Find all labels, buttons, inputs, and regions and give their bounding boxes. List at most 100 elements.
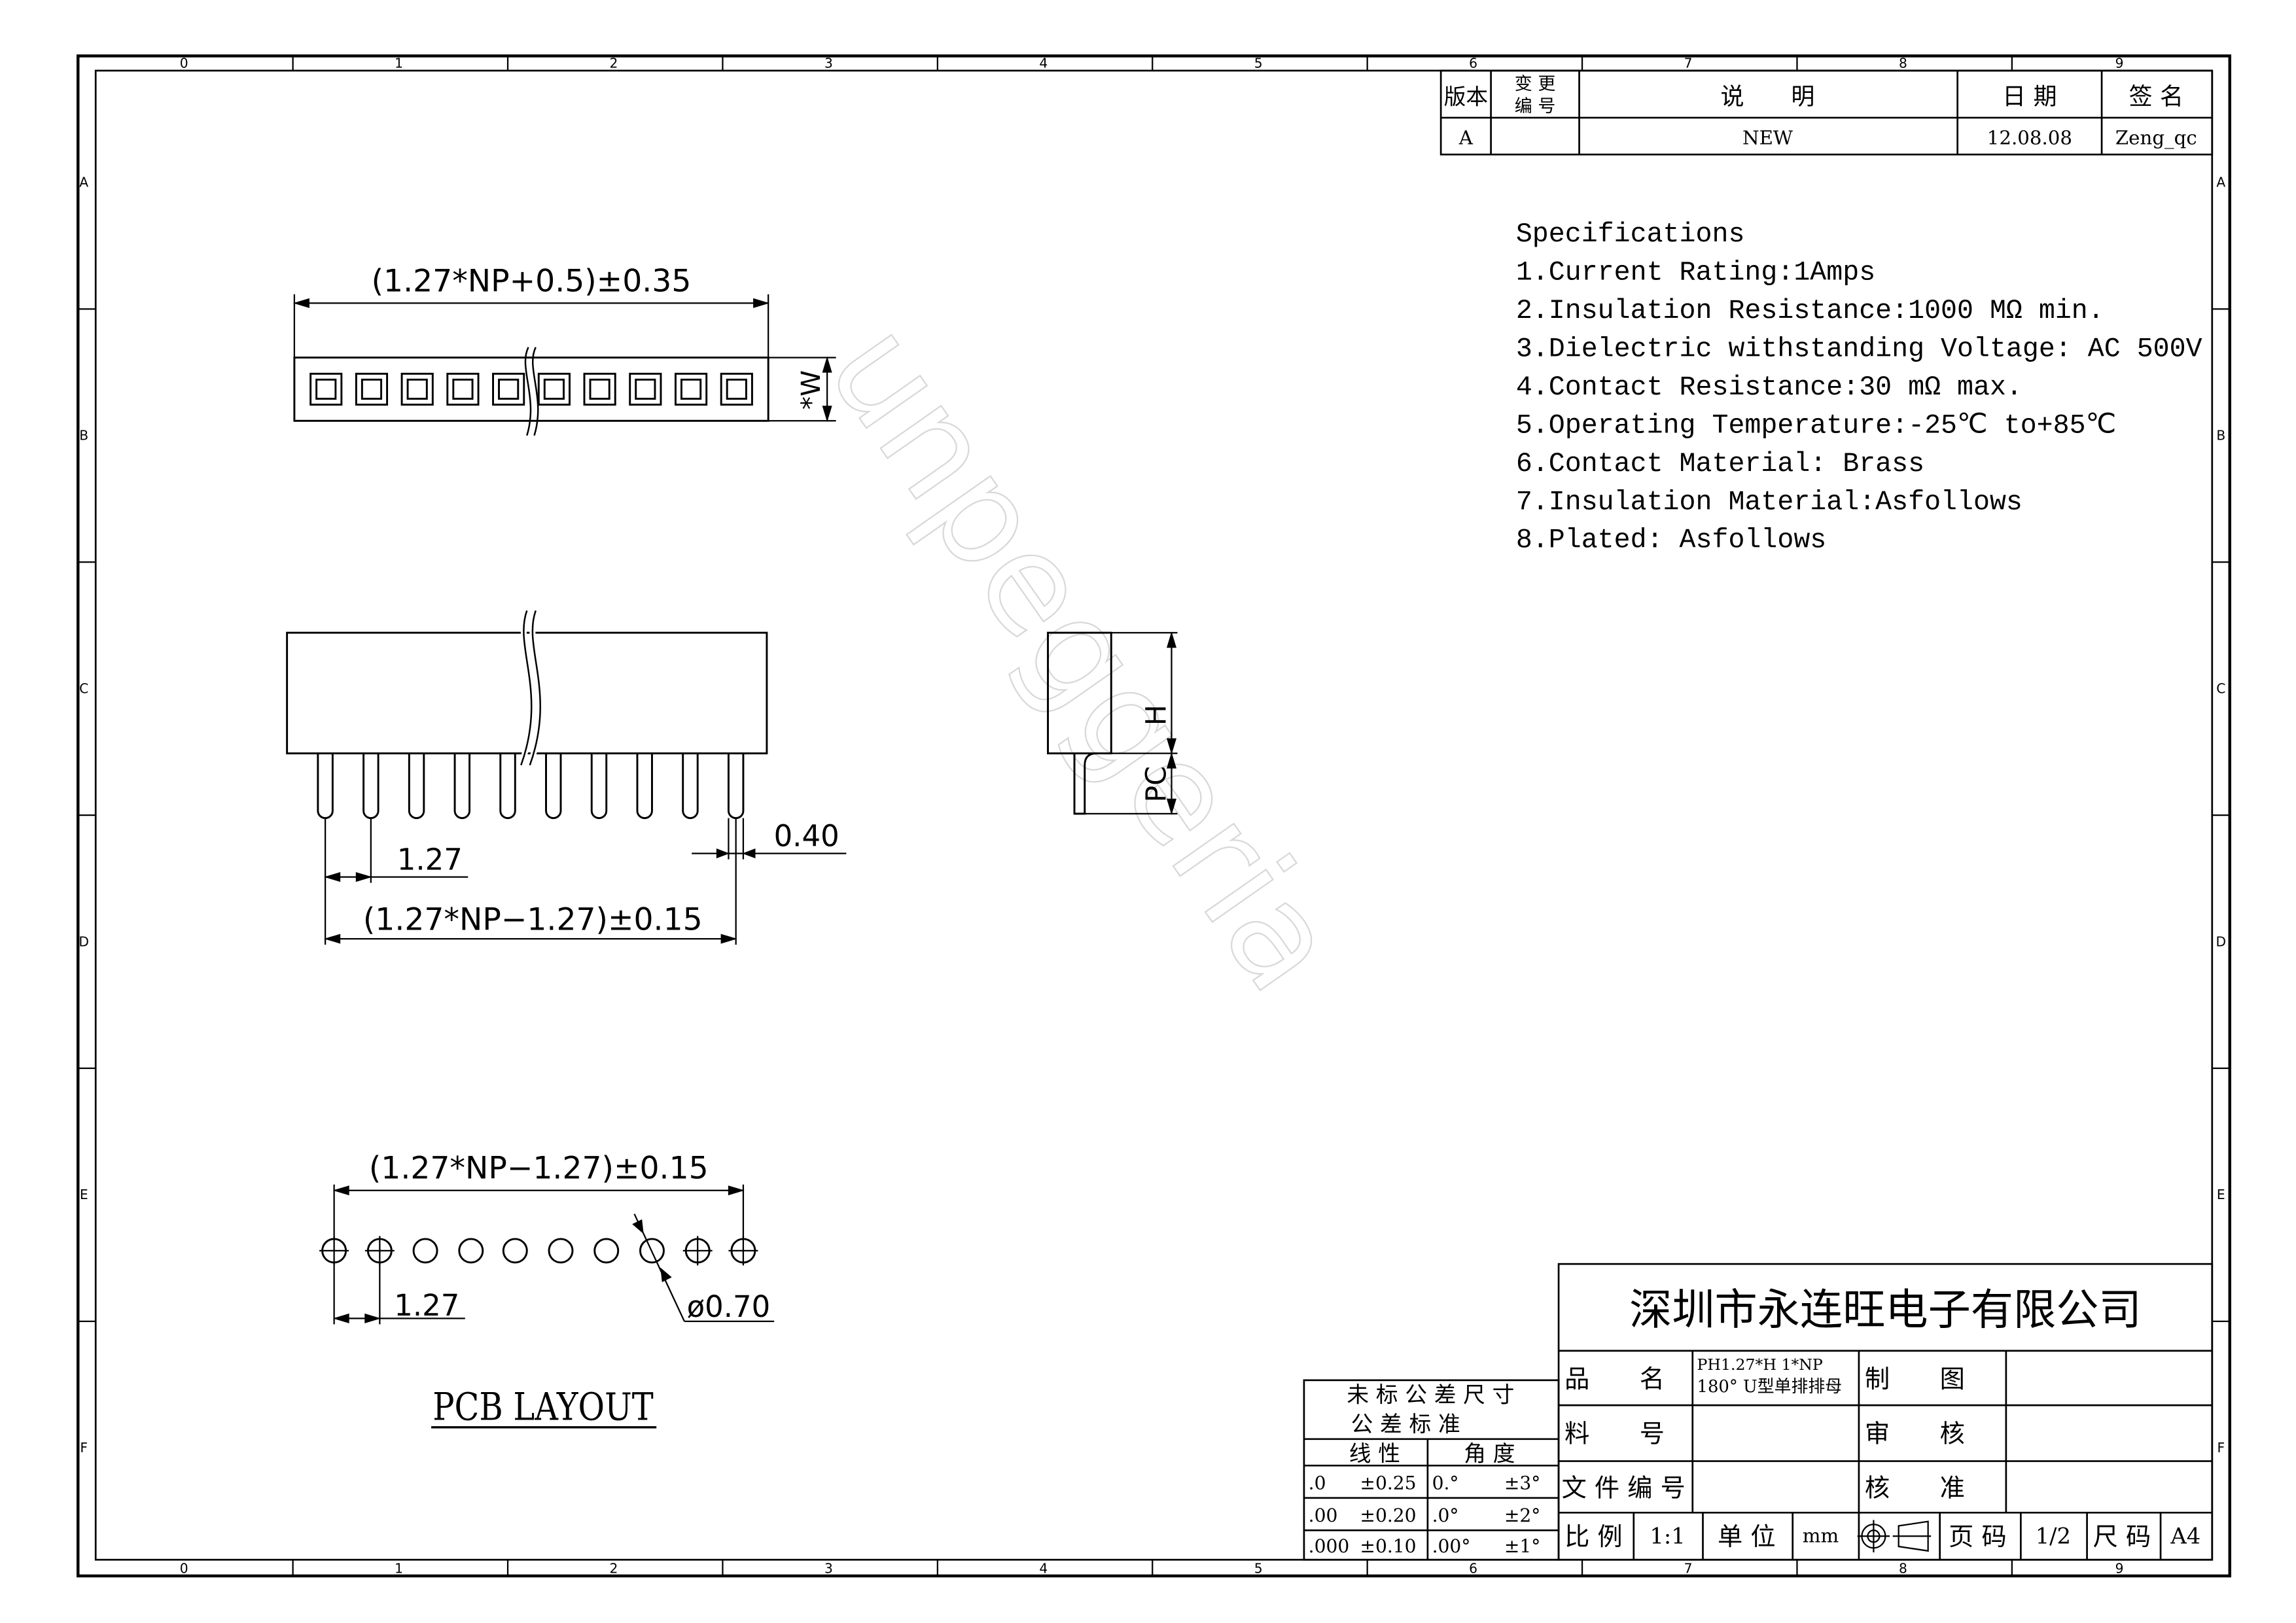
- scale-value: 1:1: [1650, 1524, 1685, 1549]
- dim-pin-width: 0.40: [774, 818, 839, 853]
- spec-item: 4.Contact Resistance:30 mΩ max.: [1516, 372, 2022, 403]
- scale-label: 比 例: [1564, 1523, 1623, 1552]
- revision-header-version: 版本: [1444, 84, 1488, 110]
- col-label-top: 4: [1039, 55, 1048, 71]
- row-label-right: C: [2216, 680, 2225, 696]
- tolerance-linear-tol: ±0.25: [1360, 1472, 1416, 1493]
- dim-pc: PC: [1140, 766, 1173, 803]
- col-label-bottom: 0: [180, 1561, 188, 1577]
- tolerance-col-linear: 线 性: [1349, 1441, 1400, 1467]
- row-label-left: F: [80, 1440, 88, 1456]
- doc-no-label: 文 件 编 号: [1562, 1475, 1686, 1503]
- unit-value: mm: [1803, 1524, 1839, 1546]
- spec-item: 5.Operating Temperature:-25℃ to+85℃: [1516, 410, 2116, 441]
- pcb-layout-label: PCB LAYOUT: [433, 1385, 653, 1429]
- revision-header-sign: 签 名: [2129, 84, 2183, 111]
- tolerance-title: 未 标 公 差 尺 寸: [1347, 1382, 1514, 1408]
- col-label-bottom: 9: [2115, 1561, 2124, 1577]
- col-label-top: 3: [824, 55, 833, 71]
- tolerance-linear-tol: ±0.20: [1360, 1505, 1416, 1526]
- product-name-value: PH1.27*H 1*NP: [1697, 1355, 1823, 1374]
- col-label-bottom: 8: [1899, 1561, 1907, 1577]
- check-label: 审 核: [1865, 1420, 1965, 1448]
- tolerance-angle-tol: ±2°: [1504, 1505, 1541, 1526]
- tolerance-linear-tol: ±0.10: [1360, 1535, 1416, 1557]
- col-label-top: 0: [180, 55, 188, 71]
- spec-item: 3.Dielectric withstanding Voltage: AC 50…: [1516, 334, 2202, 364]
- col-label-top: 6: [1469, 55, 1477, 71]
- dim-top-length: (1.27*NP+0.5)±0.35: [372, 263, 692, 299]
- tolerance-linear-value: .00: [1309, 1505, 1338, 1526]
- material-no-label: 料 号: [1564, 1420, 1665, 1448]
- size-label: 尺 码: [2093, 1523, 2151, 1552]
- drawing-frame: [76, 54, 2232, 1578]
- col-label-top: 8: [1899, 55, 1907, 71]
- col-label-top: 2: [610, 55, 618, 71]
- size-value: A4: [2170, 1524, 2200, 1549]
- drawn-label: 制 图: [1865, 1365, 1965, 1394]
- pcb-holes: [319, 1236, 758, 1266]
- pins: [317, 753, 745, 820]
- col-label-bottom: 7: [1684, 1561, 1693, 1577]
- col-label-bottom: 6: [1469, 1561, 1477, 1577]
- tolerance-angle-value: .00°: [1432, 1535, 1471, 1557]
- projection-symbol-icon: [1857, 1520, 1932, 1553]
- page-label: 页 码: [1949, 1523, 2007, 1552]
- tolerance-table: 未 标 公 差 尺 寸 公 差 标 准 线 性 角 度 .0 ±0.25 0.°…: [1303, 1379, 1560, 1561]
- col-label-bottom: 5: [1254, 1561, 1263, 1577]
- dim-pcb-pitch: 1.27: [394, 1288, 459, 1323]
- row-label-right: A: [2216, 175, 2225, 190]
- spec-item: 7.Insulation Material:Asfollows: [1516, 487, 2022, 517]
- product-name-label: 品 名: [1564, 1365, 1665, 1394]
- company-name: 深圳市永连旺电子有限公司: [1629, 1285, 2142, 1335]
- approve-label: 核 准: [1865, 1475, 1965, 1503]
- contact-cavities: [309, 372, 753, 406]
- spec-item: 8.Plated: Asfollows: [1516, 525, 1826, 556]
- tolerance-subtitle: 公 差 标 准: [1351, 1412, 1460, 1437]
- col-label-top: 5: [1254, 55, 1263, 71]
- specifications: Specifications 1.Current Rating:1Amps 2.…: [1516, 219, 2202, 556]
- tolerance-col-angle: 角 度: [1464, 1441, 1515, 1467]
- product-name-value: 180° U型单排排母: [1697, 1377, 1843, 1397]
- tolerance-linear-value: .0: [1309, 1472, 1326, 1493]
- tolerance-angle-value: .0°: [1432, 1505, 1459, 1526]
- frame-labels: 0 1 2 3 4 5 6 7 8 9 0 1 2 3 4 5 6 7 8 9 …: [79, 55, 2226, 1576]
- row-label-right: E: [2217, 1187, 2225, 1202]
- dim-pitch: 1.27: [397, 842, 463, 877]
- watermark: unpeggeria: [798, 296, 1370, 1019]
- revision-header-change-no: 变 更: [1515, 74, 1556, 94]
- pcb-layout: [319, 1184, 775, 1325]
- spec-item: 1.Current Rating:1Amps: [1516, 257, 1875, 288]
- col-label-bottom: 4: [1039, 1561, 1048, 1577]
- col-label-bottom: 2: [610, 1561, 618, 1577]
- spec-title: Specifications: [1516, 219, 1745, 250]
- revision-date: 12.08.08: [1987, 126, 2072, 148]
- top-view: [292, 294, 836, 436]
- spec-item: 2.Insulation Resistance:1000 MΩ min.: [1516, 296, 2104, 326]
- tolerance-angle-tol: ±1°: [1504, 1535, 1541, 1557]
- revision-sign: Zeng_qc: [2115, 126, 2197, 149]
- row-label-left: B: [79, 428, 88, 444]
- row-label-right: B: [2216, 428, 2225, 444]
- dim-height: H: [1140, 705, 1173, 725]
- revision-header-change-no: 编 号: [1515, 96, 1556, 116]
- dim-width: *W: [795, 370, 826, 410]
- row-label-right: F: [2217, 1440, 2225, 1456]
- row-label-left: A: [79, 175, 88, 190]
- row-label-right: D: [2216, 934, 2226, 949]
- col-label-top: 1: [395, 55, 403, 71]
- dim-hole-dia: ø0.70: [687, 1289, 771, 1324]
- row-label-left: E: [80, 1187, 88, 1202]
- page-value: 1/2: [2036, 1524, 2071, 1549]
- row-label-left: C: [79, 680, 88, 696]
- tolerance-angle-value: 0.°: [1432, 1472, 1459, 1493]
- dim-pin-span: (1.27*NP−1.27)±0.15: [363, 902, 703, 938]
- revision-version: A: [1458, 126, 1474, 148]
- revision-header-date: 日 期: [2002, 84, 2057, 111]
- break-line: [524, 347, 539, 436]
- col-label-top: 9: [2115, 55, 2124, 71]
- revision-header-description: 说 明: [1721, 84, 1815, 111]
- side-view: [1047, 631, 1178, 815]
- tolerance-linear-value: .000: [1309, 1535, 1350, 1557]
